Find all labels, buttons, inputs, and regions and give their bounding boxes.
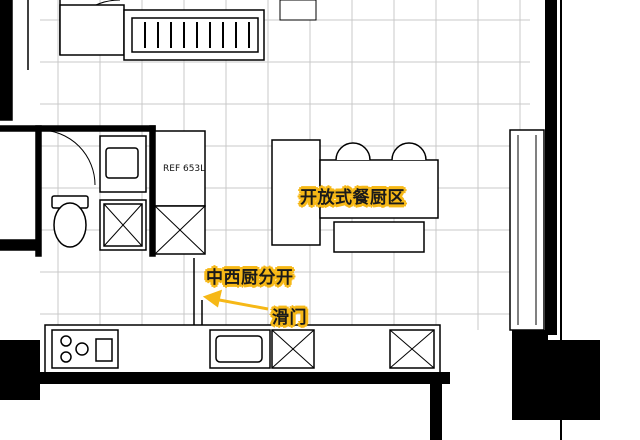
top-fixture xyxy=(279,0,317,21)
arrow-icon xyxy=(202,289,269,311)
sliding-door-label: 滑门 xyxy=(272,308,307,328)
right-wall xyxy=(509,0,640,440)
bathroom-block xyxy=(0,125,156,257)
sliding-door xyxy=(193,258,203,330)
bottom-wall xyxy=(0,340,450,440)
dish-rack xyxy=(123,9,265,61)
separation-label: 中西厨分开 xyxy=(206,268,294,288)
fridge xyxy=(154,130,206,255)
open-kitchen-label: 开放式餐厨区 xyxy=(300,188,405,208)
dining-table xyxy=(271,139,439,253)
fridge-model-label: REF 653L xyxy=(163,164,206,174)
top-left-area xyxy=(0,0,125,121)
kitchen-counter xyxy=(44,324,441,374)
